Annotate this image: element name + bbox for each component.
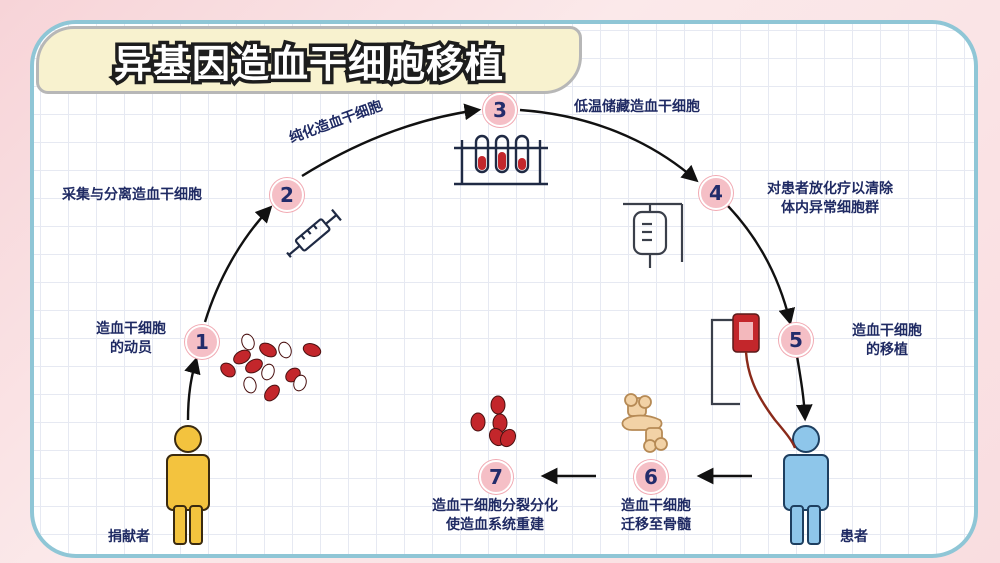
step-5-line-2: 的移植 [866,342,908,358]
bone-joint-icon [621,393,668,453]
step-5-label: 造血干细胞 的移植 [834,322,940,360]
arrow-4-to-5 [727,205,796,326]
step-4-line-2: 体内异常细胞群 [781,200,879,216]
arrow-1-to-2 [203,205,273,323]
step-6-line-2: 迁移至骨髓 [621,517,691,533]
arrow-3-to-4 [519,108,699,183]
step-1-badge: 1 [185,325,219,359]
step-4-label: 对患者放化疗以清除 体内异常细胞群 [740,180,920,218]
step-1-label: 造血干细胞 的动员 [78,320,184,358]
flow-arrows [184,103,813,485]
arrow-donor-to-1 [184,356,201,421]
test-tube-rack-icon [454,134,548,186]
step-5-badge: 5 [779,323,813,357]
donor-label: 捐献者 [108,529,150,545]
step-6-line-1: 造血干细胞 [621,498,691,514]
arrow-5-to-patient [795,355,813,422]
step-2-badge: 2 [270,178,304,212]
step-1-line-1: 造血干细胞 [96,321,166,337]
blood-bag-icon [710,313,797,449]
step-7-badge: 7 [479,460,513,494]
step-6-badge: 6 [634,460,668,494]
step-3-badge: 3 [483,93,517,127]
step-5-line-1: 造血干细胞 [852,323,922,339]
step-4-line-1: 对患者放化疗以清除 [767,181,893,197]
person-icon [783,425,829,545]
step-7-label: 造血干细胞分裂分化 使造血系统重建 [400,497,590,535]
step-3-label: 低温储藏造血干细胞 [574,99,700,115]
step-2-label: 采集与分离造血干细胞 [62,187,202,203]
step-7-line-2: 使造血系统重建 [446,517,544,533]
step-4-badge: 4 [699,176,733,210]
blood-cells-icon [220,333,322,402]
blood-cells-icon [470,395,517,448]
patient-label: 患者 [840,529,868,545]
step-6-label: 造血干细胞 迁移至骨髓 [598,497,714,535]
iv-drip-icon [623,202,684,268]
step-1-line-2: 的动员 [110,340,152,356]
arrow-2-to-3 [301,103,482,178]
person-icon [166,425,210,545]
step-7-line-1: 造血干细胞分裂分化 [432,498,558,514]
syringe-icon [286,208,342,258]
title-banner: 异基因造血干细胞移植 [36,26,582,94]
page-title: 异基因造血干细胞移植 [110,38,506,89]
